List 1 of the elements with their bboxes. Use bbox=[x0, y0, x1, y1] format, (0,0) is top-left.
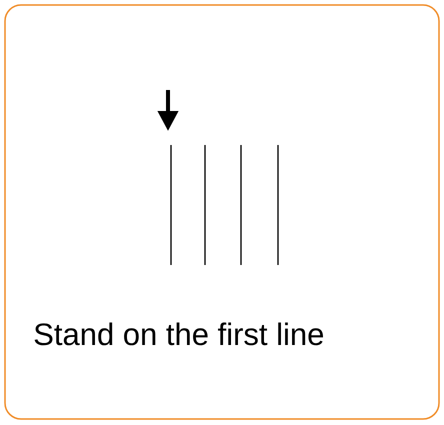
instruction-text: Stand on the first line bbox=[34, 322, 324, 346]
